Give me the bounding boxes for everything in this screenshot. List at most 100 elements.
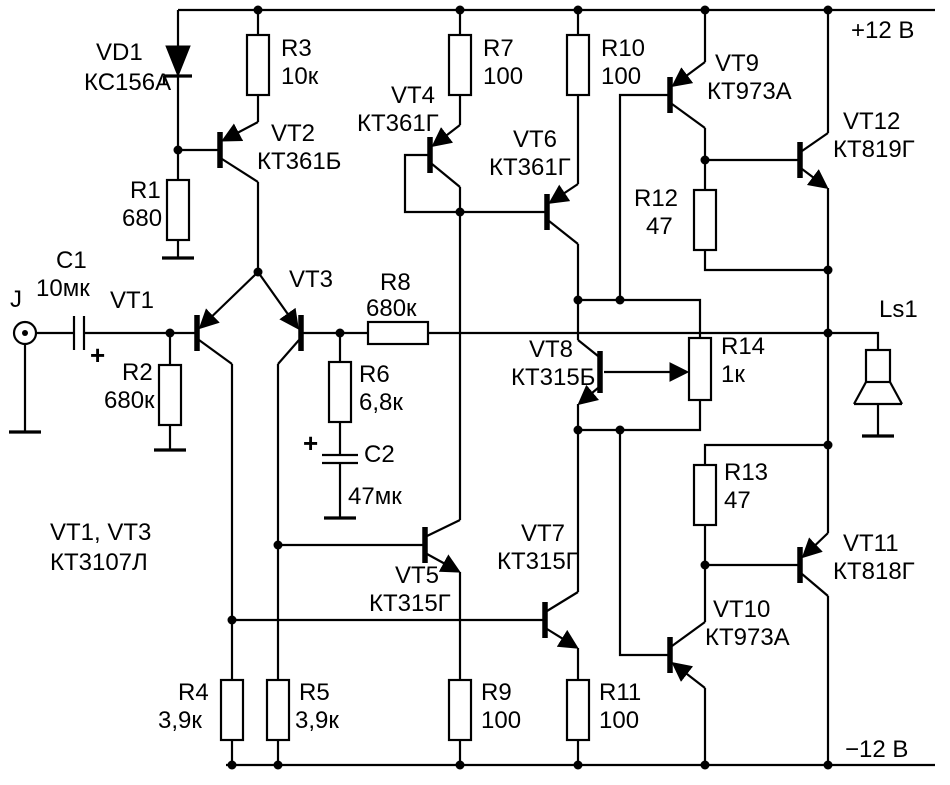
junction-dot <box>335 328 345 338</box>
junction-dot <box>615 425 625 435</box>
junction-dot <box>573 425 583 435</box>
VT10-value-label: КТ973А <box>705 624 790 651</box>
VT11-value-label: КТ818Г <box>833 558 915 585</box>
R3-value-label: 10к <box>281 63 319 90</box>
collector-lead <box>801 573 829 597</box>
VT1-ref-label: VT1 <box>110 287 154 314</box>
emitter-lead <box>431 124 461 148</box>
wire <box>618 93 670 300</box>
R2-ref-label: R2 <box>122 359 153 386</box>
collector-lead <box>577 339 599 357</box>
transistor-VT10: VT10 КТ973А <box>667 596 790 765</box>
wire <box>618 430 670 657</box>
resistor-box <box>366 320 430 346</box>
VT12-value-label: КТ819Г <box>833 136 915 163</box>
C2-value-label: 47мк <box>348 483 402 510</box>
negative-rail-label: −12 В <box>845 736 908 763</box>
transistor-VT11: VT11 КТ818Г <box>705 445 915 765</box>
R7-value-label: 100 <box>483 63 523 90</box>
junction-dot <box>455 760 465 770</box>
VT8-value-label: КТ315Б <box>511 364 595 391</box>
R8-value-label: 680к <box>366 295 417 322</box>
junction-dots <box>165 5 833 770</box>
VT7-ref-label: VT7 <box>521 520 565 547</box>
wire <box>578 400 702 432</box>
resistor-box <box>219 678 245 742</box>
diode-connection-wire <box>403 153 460 214</box>
junction-dot <box>273 760 283 770</box>
junction-dot <box>455 5 465 15</box>
R4-value-label: 3,9к <box>158 707 202 734</box>
collector-lead <box>548 220 579 245</box>
speaker-cone <box>853 381 867 405</box>
R3-ref-label: R3 <box>281 35 312 62</box>
junction-dot <box>823 328 833 338</box>
speaker-label: Ls1 <box>879 296 918 323</box>
resistor-box <box>165 178 191 242</box>
R11-ref-label: R11 <box>599 679 641 706</box>
R13-ref-label: R13 <box>724 459 768 486</box>
emitter-lead <box>671 661 706 689</box>
junction-dot <box>700 760 710 770</box>
VT6-ref-label: VT6 <box>513 126 557 153</box>
transistor-VT7: VT7 КТ315Г <box>232 520 580 680</box>
resistor-box <box>565 33 591 97</box>
R14-value-label: 1к <box>721 361 745 388</box>
emitter-lead <box>548 183 579 204</box>
resistor-box <box>265 678 291 742</box>
R7-ref-label: R7 <box>483 35 514 62</box>
resistor-box <box>692 463 718 527</box>
junction-dot <box>823 760 833 770</box>
VT4-ref-label: VT4 <box>391 82 435 109</box>
R1-ref-label: R1 <box>130 177 161 204</box>
junction-dot <box>823 440 833 450</box>
R6-value-label: 6,8к <box>359 389 403 416</box>
R11-value-label: 100 <box>599 707 639 734</box>
emitter-lead <box>221 121 259 142</box>
collector-lead <box>671 621 706 647</box>
VT9-ref-label: VT9 <box>715 50 759 77</box>
R5-value-label: 3,9к <box>295 707 339 734</box>
speaker-Ls1: Ls1 <box>828 296 918 438</box>
VT10-ref-label: VT10 <box>713 596 770 623</box>
R5-ref-label: R5 <box>299 679 330 706</box>
VD1-value-label: КС156А <box>84 69 171 96</box>
R12-value-label: 47 <box>646 213 673 240</box>
diode-triangle <box>165 45 191 78</box>
VT7-value-label: КТ315Г <box>497 548 579 575</box>
junction-dot <box>253 267 263 277</box>
C1-value-label: 10мк <box>36 275 90 302</box>
VT2-value-label: КТ361Б <box>257 148 341 175</box>
junction-dot <box>227 760 237 770</box>
emitter-lead <box>801 168 829 189</box>
emitter-lead <box>426 553 461 573</box>
C1-polarity-label: + <box>90 340 105 370</box>
emitter-lead <box>671 61 706 87</box>
speaker-cone <box>889 381 903 405</box>
emitter-lead <box>546 628 579 649</box>
C2-ref-label: C2 <box>364 441 395 468</box>
resistor-box <box>447 678 473 742</box>
zener-VD1: VD1 КС156А <box>84 10 192 180</box>
emitter-lead <box>577 384 600 406</box>
junction-dot <box>700 560 710 570</box>
resistor-box <box>687 336 713 402</box>
collector-lead <box>546 591 579 612</box>
resistor-R8: R8 680к <box>366 269 828 346</box>
junction-dot <box>823 5 833 15</box>
collector-lead <box>671 103 706 129</box>
resistor-R11: R11 100 <box>565 678 641 765</box>
resistor-R14: R14 1к <box>578 298 765 432</box>
collector-lead <box>801 132 829 152</box>
junction-dot <box>573 5 583 15</box>
collector-lead <box>431 163 461 188</box>
junction-dot <box>455 207 465 217</box>
junction-dot <box>573 760 583 770</box>
VT8-ref-label: VT8 <box>529 336 573 363</box>
R9-value-label: 100 <box>481 707 521 734</box>
C1-ref-label: C1 <box>56 247 87 274</box>
junction-dot <box>615 295 625 305</box>
emitter-lead <box>257 271 299 330</box>
emitter-lead <box>801 532 829 559</box>
